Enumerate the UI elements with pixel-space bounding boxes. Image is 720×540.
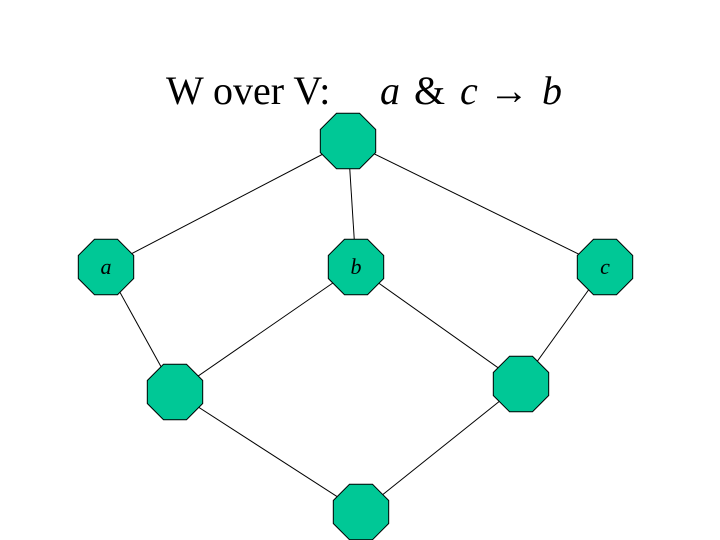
title-var-a: a — [380, 68, 400, 113]
node-octagon-bottom — [332, 483, 390, 540]
node-label-c: c — [600, 254, 610, 279]
node-label-b: b — [351, 254, 362, 279]
title-var-b: b — [542, 68, 562, 113]
title-var-c: c — [460, 68, 478, 113]
node-layer: a b c — [77, 112, 634, 540]
edge-b-bc — [355, 266, 522, 385]
node-octagon-ab — [146, 363, 204, 421]
node-octagon-b — [327, 238, 385, 296]
node-bc — [492, 355, 550, 413]
edge-ab-bottom — [174, 391, 362, 513]
edge-b-ab — [174, 266, 357, 393]
node-a: a — [77, 238, 135, 296]
edge-layer — [105, 140, 606, 513]
edge-top-c — [347, 140, 606, 268]
edge-top-a — [105, 140, 349, 268]
node-bottom — [332, 483, 390, 540]
node-octagon-top — [319, 112, 377, 170]
title-prefix-text: W over V: — [166, 68, 330, 113]
title-prefix: W over V: a & c → b — [166, 68, 562, 113]
node-label-a: a — [101, 254, 112, 279]
node-top — [319, 112, 377, 170]
node-b: b — [327, 238, 385, 296]
node-ab — [146, 363, 204, 421]
node-c: c — [576, 238, 634, 296]
slide-title: W over V: a & c → b — [166, 68, 562, 113]
node-octagon-c — [576, 238, 634, 296]
node-octagon-a — [77, 238, 135, 296]
title-ampersand: & — [414, 68, 445, 113]
edge-bc-bottom — [360, 383, 522, 513]
title-arrow: → — [489, 68, 529, 113]
node-octagon-bc — [492, 355, 550, 413]
